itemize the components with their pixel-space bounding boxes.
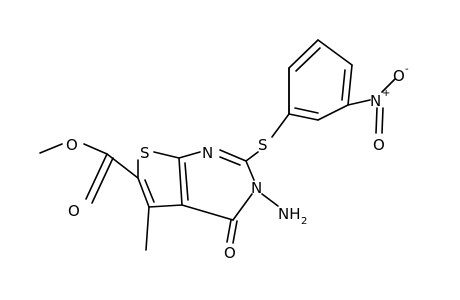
bond-c4-carbonyl-b: [232, 220, 238, 244]
bond-c6-c5: [137, 177, 150, 208]
atom-n-nitro-charge: +: [382, 88, 390, 99]
atom-o-ester-double: O: [68, 202, 80, 220]
bond-c2-n3: [245, 160, 255, 181]
bond-bz-2: [317, 39, 353, 66]
bond-nitro-o-top: [381, 78, 396, 93]
bond-bz-4: [317, 104, 349, 121]
bond-nitro-o-bottom-b: [381, 107, 384, 134]
bond-n1-c2-inner: [219, 156, 241, 166]
atom-o-nitro-top-charge: -: [405, 64, 409, 75]
bond-ester-carbonyl-b: [91, 157, 114, 204]
atom-o-carbonyl: O: [224, 244, 236, 262]
bond-c4-c4a: [181, 204, 234, 221]
atom-o-ester-single: O: [66, 136, 78, 154]
atom-n-nitro: N: [370, 92, 381, 110]
bond-s-c7a: [153, 151, 180, 159]
bond-ester-carbonyl-a: [85, 153, 108, 200]
bond-n3-c4: [232, 193, 253, 221]
bond-ester-o-carbon: [83, 143, 108, 155]
bond-c4a-c7a: [178, 157, 183, 206]
bond-bz-5-inner: [294, 107, 319, 114]
atom-n-ring-top: N: [202, 144, 213, 162]
atom-o-nitro-top: O: [393, 67, 405, 85]
bond-c7a-n1: [178, 151, 201, 159]
bond-n3-nh2: [261, 193, 279, 207]
bond-c4a-c7a-inner: [184, 162, 189, 201]
bond-c2-s: [245, 151, 259, 162]
bond-bz-5: [288, 113, 319, 121]
bond-methyl-ester-o: [39, 143, 63, 154]
bond-n1-c2: [219, 149, 247, 162]
atom-nh2: NH: [278, 205, 301, 223]
bond-bz-3-inner: [341, 69, 346, 101]
bond-s-ch2: [271, 113, 290, 138]
bond-bz-1-inner: [295, 47, 321, 72]
bond-ester-c-ring: [106, 153, 139, 179]
bond-bz-1: [288, 39, 319, 69]
atom-n-ring-amino: N: [251, 179, 262, 197]
bond-c5-c4a: [148, 204, 183, 208]
atom-s-thiophene: S: [140, 144, 150, 162]
bond-c6-c5-inner: [144, 179, 155, 203]
bond-c4-carbonyl-a: [226, 219, 232, 243]
bond-bz-nitro: [347, 99, 371, 106]
bond-c5-methyl: [145, 206, 150, 251]
atom-o-nitro-bottom: O: [373, 136, 385, 154]
atom-nh2-subscript: 2: [301, 216, 307, 227]
bond-nitro-o-bottom-a: [375, 107, 378, 134]
atom-labels: S N N NH 2 S O O O N + O - O: [66, 64, 409, 262]
bond-bz-3: [347, 64, 353, 106]
bonds: [39, 39, 396, 251]
atom-s-thioether: S: [258, 136, 268, 154]
